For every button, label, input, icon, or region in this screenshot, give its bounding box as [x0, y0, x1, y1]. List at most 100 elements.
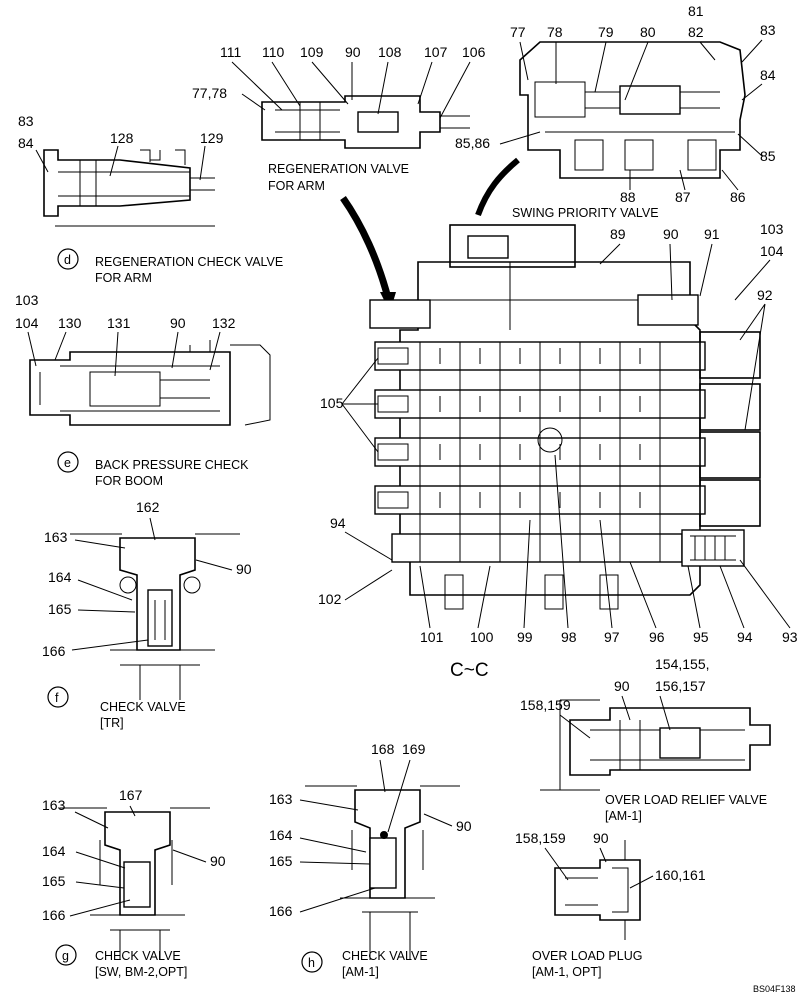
- detail-g-caption-line2: [SW, BM-2,OPT]: [95, 965, 187, 979]
- part-160-161: 160,161: [655, 867, 706, 883]
- part-93: 93: [782, 629, 798, 645]
- part-85-86: 85,86: [455, 135, 490, 151]
- detail-e-marker: [57, 451, 79, 473]
- drawing-id: BS04F138: [753, 984, 796, 994]
- part-158-159: 158,159: [515, 830, 566, 846]
- part-84: 84: [760, 67, 776, 83]
- part-163: 163: [42, 797, 66, 813]
- part-129: 129: [200, 130, 224, 146]
- over-load-relief-valve-label-line2: [AM-1]: [605, 809, 642, 823]
- part-108: 108: [378, 44, 402, 60]
- detail-h-letter: h: [308, 956, 315, 970]
- part-77-78: 77,78: [192, 85, 227, 101]
- part-106: 106: [462, 44, 486, 60]
- part-156-157: 156,157: [655, 678, 706, 694]
- part-164: 164: [48, 569, 72, 585]
- part-111: 111: [220, 44, 241, 60]
- over-load-plug-drawing: [554, 840, 641, 940]
- detail-h-marker: [301, 951, 323, 973]
- part-81: 81: [688, 3, 704, 19]
- part-104: 104: [15, 315, 39, 331]
- part-87: 87: [675, 189, 691, 205]
- detail-g-letter: g: [62, 949, 69, 963]
- part-99: 99: [517, 629, 533, 645]
- regeneration-valve-label-line2: FOR ARM: [268, 179, 325, 193]
- part-90: 90: [236, 561, 252, 577]
- part-101: 101: [420, 629, 444, 645]
- detail-g-marker: [55, 944, 77, 966]
- detail-d-drawing: [43, 149, 215, 227]
- part-103: 103: [760, 221, 784, 237]
- part-82: 82: [688, 24, 704, 40]
- detail-d-letter: d: [64, 253, 71, 267]
- swing-priority-valve-drawing: [519, 41, 746, 179]
- part-89: 89: [610, 226, 626, 242]
- part-169: 169: [402, 741, 426, 757]
- part-165: 165: [269, 853, 293, 869]
- detail-f-caption-line2: [TR]: [100, 716, 124, 730]
- part-98: 98: [561, 629, 577, 645]
- part-83: 83: [18, 113, 34, 129]
- part-90: 90: [210, 853, 226, 869]
- part-84: 84: [18, 135, 34, 151]
- part-90: 90: [593, 830, 609, 846]
- detail-h-caption-line1: CHECK VALVE: [342, 949, 428, 963]
- part-95: 95: [693, 629, 709, 645]
- part-163: 163: [44, 529, 68, 545]
- part-103: 103: [15, 292, 39, 308]
- part-77: 77: [510, 24, 526, 40]
- detail-g-drawing: [60, 807, 210, 960]
- part-109: 109: [300, 44, 324, 60]
- over-load-plug-label-line2: [AM-1, OPT]: [532, 965, 601, 979]
- part-162: 162: [136, 499, 160, 515]
- part-88: 88: [620, 189, 636, 205]
- over-load-relief-valve-drawing: [540, 699, 771, 791]
- part-166: 166: [42, 907, 66, 923]
- regeneration-valve-label-line1: REGENERATION VALVE: [268, 162, 409, 176]
- part-168: 168: [371, 741, 395, 757]
- part-90: 90: [170, 315, 186, 331]
- part-90: 90: [345, 44, 361, 60]
- part-158-159: 158,159: [520, 697, 571, 713]
- part-80: 80: [640, 24, 656, 40]
- detail-d-caption-line1: REGENERATION CHECK VALVE: [95, 255, 283, 269]
- part-83: 83: [760, 22, 776, 38]
- part-164: 164: [42, 843, 66, 859]
- part-78: 78: [547, 24, 563, 40]
- part-90: 90: [456, 818, 472, 834]
- part-130: 130: [58, 315, 82, 331]
- part-105: 105: [320, 395, 344, 411]
- part-164: 164: [269, 827, 293, 843]
- detail-f-marker: [47, 686, 69, 708]
- part-94: 94: [330, 515, 346, 531]
- detail-d-marker: [57, 248, 79, 270]
- detail-e-caption-line1: BACK PRESSURE CHECK: [95, 458, 249, 472]
- regeneration-valve-drawing: [261, 95, 470, 149]
- part-96: 96: [649, 629, 665, 645]
- detail-e-caption-line2: FOR BOOM: [95, 474, 163, 488]
- detail-e-drawing: [29, 340, 271, 426]
- part-166: 166: [269, 903, 293, 919]
- detail-h-drawing: [305, 785, 460, 960]
- callout-arrow-swing: [475, 157, 520, 217]
- swing-priority-valve-label: SWING PRIORITY VALVE: [512, 206, 659, 220]
- part-92: 92: [757, 287, 773, 303]
- part-90: 90: [614, 678, 630, 694]
- part-102: 102: [318, 591, 342, 607]
- over-load-plug-label-line1: OVER LOAD PLUG: [532, 949, 642, 963]
- part-86: 86: [730, 189, 746, 205]
- part-165: 165: [48, 601, 72, 617]
- part-110: 110: [262, 44, 285, 60]
- main-valve-body-drawing: [369, 224, 761, 610]
- part-166: 166: [42, 643, 66, 659]
- callout-arrow-regeneration: [340, 195, 392, 299]
- part-94: 94: [737, 629, 753, 645]
- detail-d-caption-line2: FOR ARM: [95, 271, 152, 285]
- over-load-relief-valve-label-line1: OVER LOAD RELIEF VALVE: [605, 793, 767, 807]
- part-131: 131: [107, 315, 131, 331]
- part-167: 167: [119, 787, 143, 803]
- detail-f-caption-line1: CHECK VALVE: [100, 700, 186, 714]
- detail-f-letter: f: [55, 691, 59, 705]
- section-label: C~C: [450, 660, 489, 681]
- part-154-155: 154,155,: [655, 656, 710, 672]
